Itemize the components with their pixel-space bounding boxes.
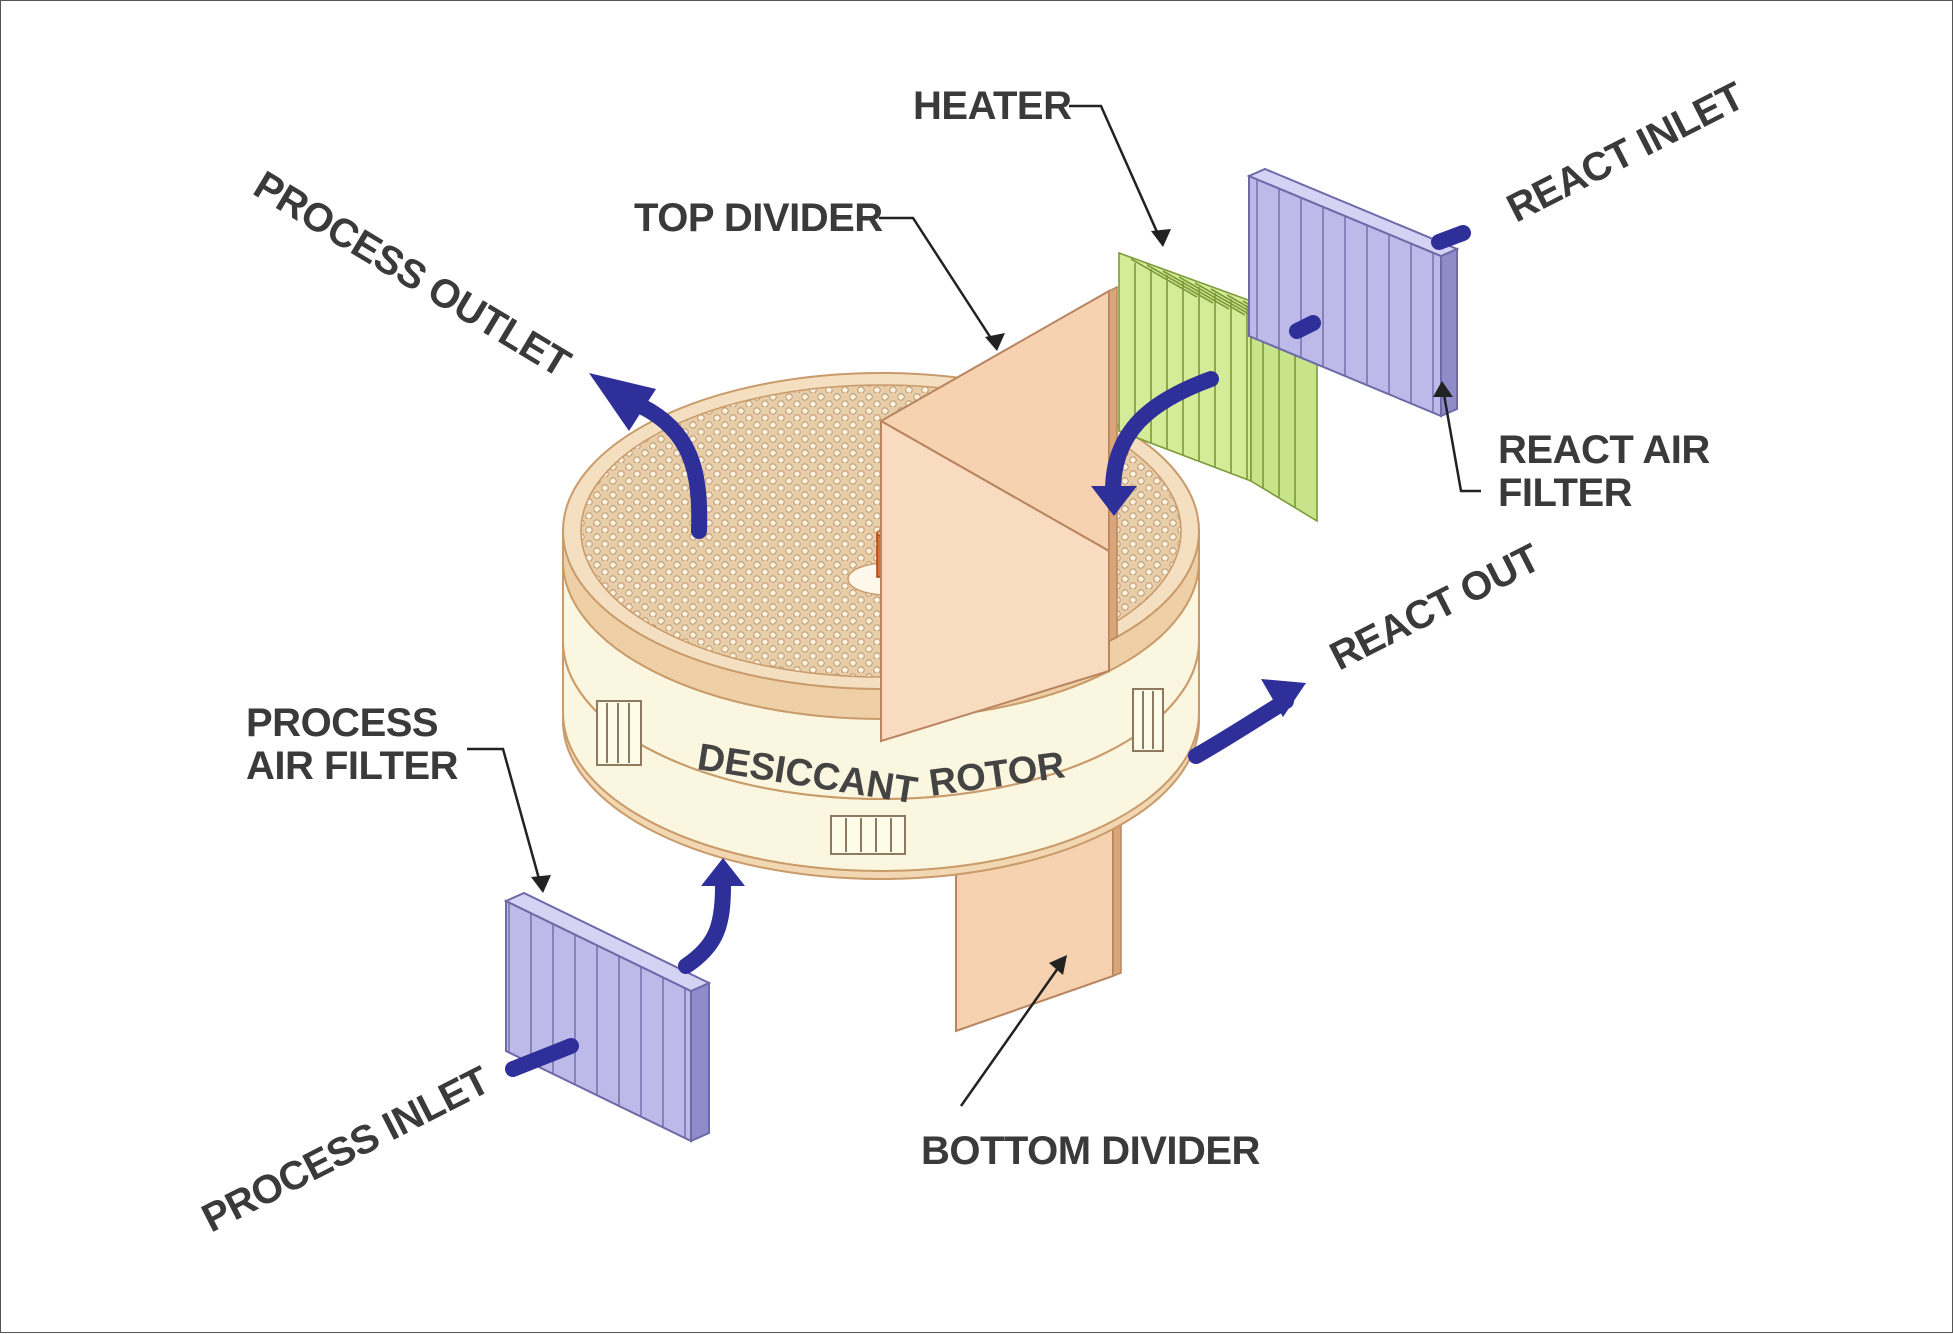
react-inlet-label: REACT INLET <box>1500 74 1751 231</box>
band-vent-right <box>1132 688 1164 752</box>
react-air-filter-label-line1: REACT AIR <box>1498 428 1710 472</box>
band-vent-left <box>596 700 642 766</box>
react-air-filter-label-line2: FILTER <box>1498 471 1633 515</box>
heater <box>1118 251 1318 523</box>
react-out-arrow <box>1188 693 1294 764</box>
bottom-divider-label: BOTTOM DIVIDER <box>921 1129 1261 1173</box>
process-inlet-arrow <box>505 1038 579 1077</box>
react-out-arrowhead <box>1261 679 1306 717</box>
top-divider-label: TOP DIVIDER <box>634 196 883 240</box>
leader-arrowheads <box>531 229 1453 975</box>
process-outlet-arrow <box>633 398 708 539</box>
process-air-filter <box>503 891 712 1143</box>
react-air-filter <box>1246 167 1460 418</box>
band-vent-center <box>830 815 906 855</box>
process-supply-arrowhead <box>701 858 745 886</box>
top-divider <box>880 285 1118 743</box>
airflow-arrowheads <box>589 373 1306 886</box>
react-air-filter-leader <box>1441 388 1481 493</box>
heater-leader <box>1069 104 1163 242</box>
react-out-label: REACT OUT <box>1323 536 1547 679</box>
bottom-divider-leader <box>959 960 1065 1107</box>
leader-lines <box>467 104 1481 1107</box>
process-air-filter-label-line1: PROCESS <box>246 701 438 745</box>
heater-to-filter-arrow <box>1289 315 1321 339</box>
heater-label: HEATER <box>913 84 1072 128</box>
process-inlet-label: PROCESS INLET <box>195 1058 496 1241</box>
top-divider-leader <box>879 216 998 347</box>
process-supply-arrow <box>678 878 731 974</box>
process-outlet-arrowhead <box>589 373 656 431</box>
process-air-filter-leader <box>467 747 543 887</box>
heater-air-arrowhead <box>1091 486 1137 516</box>
react-inlet-arrow <box>1431 225 1471 250</box>
process-outlet-label: PROCESS OUTLET <box>246 163 577 386</box>
process-air-filter-label-line2: AIR FILTER <box>246 744 459 788</box>
heater-air-arrow <box>1105 371 1219 499</box>
